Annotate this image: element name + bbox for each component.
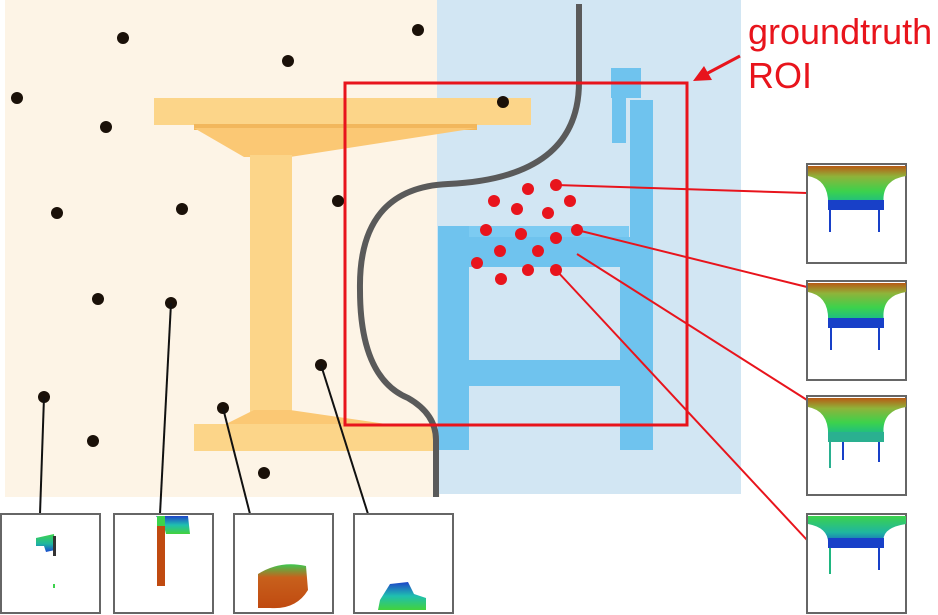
table (154, 98, 531, 451)
thumbnail-5 (806, 163, 907, 264)
thumbnail-1 (0, 513, 101, 614)
boundary-curve (356, 4, 582, 497)
thumbnail-4 (353, 513, 454, 614)
roi-arrow (693, 54, 741, 81)
right-sample-points (471, 179, 583, 285)
thumbnail-2 (113, 513, 214, 614)
thumbnail-3 (233, 513, 334, 614)
right-leader-lines (555, 184, 808, 541)
thumbnail-7 (806, 395, 907, 496)
roi-box (343, 81, 689, 427)
thumbnail-8 (806, 513, 907, 614)
thumbnail-6 (806, 280, 907, 381)
left-leader-lines (39, 302, 369, 515)
annotation-label-line2: ROI (748, 55, 813, 96)
annotation-label-line1: groundtruth (748, 11, 933, 52)
